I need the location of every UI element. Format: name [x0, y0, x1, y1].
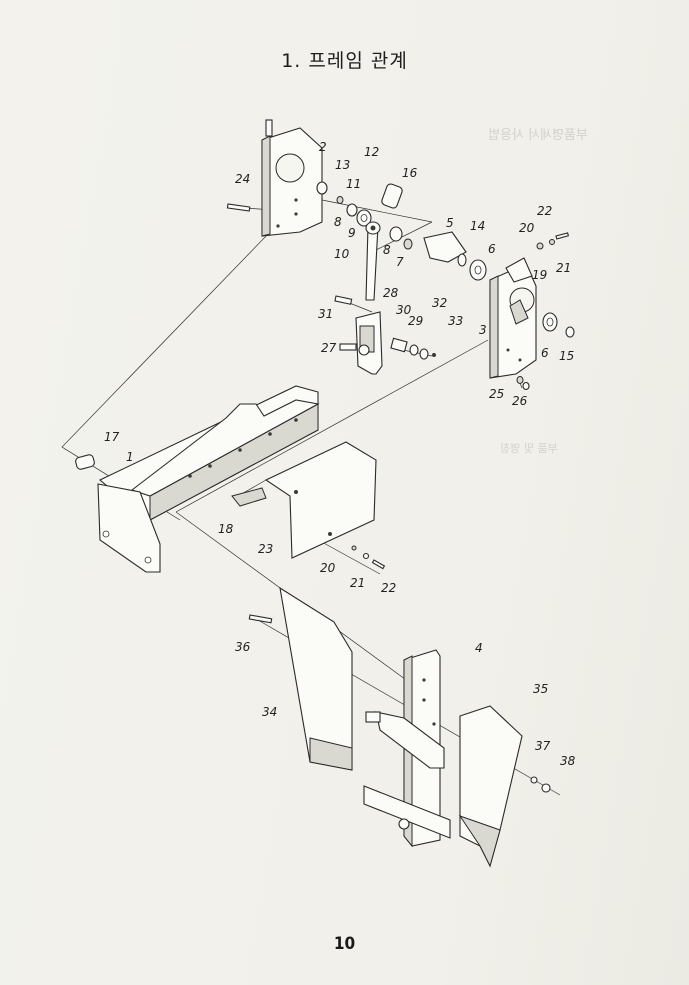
callout-7: 7 — [396, 255, 404, 269]
callout-5: 5 — [446, 216, 454, 230]
callout-20: 20 — [519, 221, 535, 235]
callout-8: 8 — [383, 243, 391, 257]
callout-6: 6 — [488, 242, 496, 256]
callout-37: 37 — [535, 739, 551, 753]
callout-3: 3 — [479, 323, 487, 337]
callout-23: 23 — [258, 542, 273, 556]
callout-33: 33 — [448, 314, 463, 328]
callout-8: 8 — [334, 215, 342, 229]
part-10-lever — [365, 221, 381, 301]
callout-26: 26 — [512, 394, 528, 408]
callout-1: 1 — [126, 450, 134, 464]
callout-14: 14 — [470, 219, 485, 233]
callout-labels: 2 12 13 24 11 16 8 9 22 5 14 20 8 6 10 7… — [104, 140, 576, 768]
callout-35: 35 — [533, 682, 548, 696]
callout-13: 13 — [335, 158, 350, 172]
part-2-left-plate — [261, 119, 323, 237]
callout-22: 22 — [381, 581, 396, 595]
callout-16: 16 — [402, 166, 418, 180]
callout-34: 34 — [262, 705, 277, 719]
callout-22: 22 — [537, 204, 552, 218]
part-35-right-divider — [458, 705, 551, 868]
part-4-post — [363, 649, 451, 848]
part-1-main-frame — [75, 385, 320, 573]
part-3-right-plate — [489, 257, 575, 391]
callout-15: 15 — [559, 349, 574, 363]
callout-6: 6 — [541, 346, 549, 360]
callout-10: 10 — [334, 247, 350, 261]
part-27-bracket — [334, 295, 436, 375]
callout-30: 30 — [396, 303, 412, 317]
callout-27: 27 — [321, 341, 337, 355]
part-23-cover — [231, 441, 386, 570]
callout-12: 12 — [364, 145, 379, 159]
page-number: 10 — [333, 934, 356, 954]
callout-11: 11 — [346, 177, 361, 191]
callout-19: 19 — [532, 268, 547, 282]
part-34-left-divider — [248, 586, 353, 771]
callout-21: 21 — [350, 576, 365, 590]
callout-24: 24 — [235, 172, 250, 186]
callout-28: 28 — [383, 286, 399, 300]
callout-21: 21 — [556, 261, 571, 275]
callout-29: 29 — [408, 314, 423, 328]
callout-25: 25 — [489, 387, 504, 401]
callout-20: 20 — [320, 561, 336, 575]
callout-18: 18 — [218, 522, 234, 536]
callout-4: 4 — [475, 641, 483, 655]
callout-32: 32 — [432, 296, 447, 310]
callout-9: 9 — [348, 226, 356, 240]
callout-17: 17 — [104, 430, 120, 444]
shaft-hardware — [226, 181, 570, 281]
page-title: 1. 프레임 관계 — [281, 50, 408, 72]
callout-36: 36 — [235, 640, 251, 654]
callout-2: 2 — [319, 140, 327, 154]
callout-38: 38 — [560, 754, 576, 768]
callout-31: 31 — [318, 307, 333, 321]
